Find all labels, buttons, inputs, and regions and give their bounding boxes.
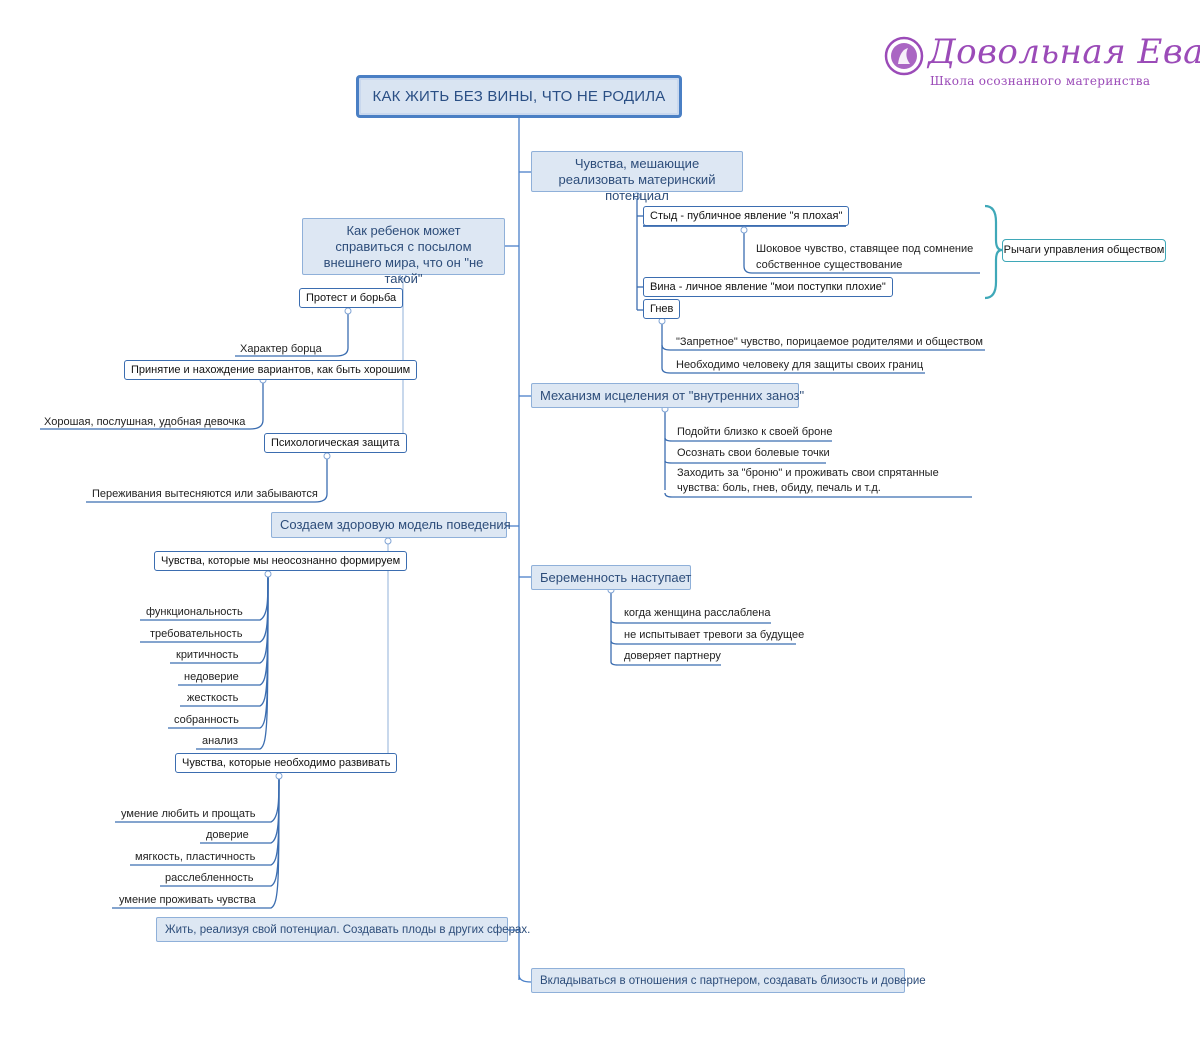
anger-item: "Запретное" чувство, порицаемое родителя… — [676, 336, 983, 348]
develop-item: доверие — [206, 829, 249, 841]
topic-accept[interactable]: Принятие и нахождение вариантов, как быт… — [124, 360, 418, 380]
topic-levers[interactable]: Рычаги управления обществом — [1002, 239, 1166, 262]
anger-item: Необходимо человеку для защиты своих гра… — [676, 359, 924, 371]
pregnancy-item: не испытывает тревоги за будущее — [624, 629, 805, 641]
pregnancy-item: доверяет партнеру — [624, 650, 721, 662]
develop-item: расслебленность — [165, 872, 254, 884]
unconscious-item: критичность — [176, 649, 239, 661]
topic-anger[interactable]: Гнев — [643, 299, 681, 319]
unconscious-item: требовательность — [150, 628, 243, 640]
topic-unconscious[interactable]: Чувства, которые мы неосознанно формируе… — [154, 551, 408, 571]
brand-title: Довольная Ева — [928, 32, 1200, 72]
brand-subtitle: Школа осознанного материнства — [930, 74, 1151, 88]
topic-shame[interactable]: Стыд - публичное явление "я плохая" — [643, 206, 850, 226]
develop-item: умение любить и прощать — [121, 808, 256, 820]
unconscious-item: собранность — [174, 714, 239, 726]
topic-protest[interactable]: Протест и борьба — [299, 288, 404, 308]
unconscious-item: анализ — [202, 735, 238, 747]
topic-live[interactable]: Жить, реализуя свой потенциал. Создавать… — [156, 917, 530, 942]
topic-defense[interactable]: Психологическая защита — [264, 433, 407, 453]
healing-item: Заходить за "броню" и проживать свои спр… — [677, 467, 939, 494]
topic-model[interactable]: Создаем здоровую модель поведения — [271, 512, 511, 538]
topic-healing[interactable]: Механизм исцеления от "внутренних заноз" — [531, 383, 804, 408]
topic-pregnancy[interactable]: Беременность наступает — [531, 565, 691, 590]
accept-item: Хорошая, послушная, удобная девочка — [44, 416, 246, 428]
protest-item: Характер борца — [240, 343, 322, 355]
topic-invest[interactable]: Вкладываться в отношения с партнером, со… — [531, 968, 926, 993]
healing-item: Подойти близко к своей броне — [677, 426, 833, 438]
topic-child[interactable]: Как ребенок может справиться с посылом в… — [302, 218, 505, 286]
healing-item: Осознать свои болевые точки — [677, 447, 830, 459]
develop-item: умение проживать чувства — [119, 894, 256, 906]
unconscious-item: функциональность — [146, 606, 243, 618]
brand-logo-icon — [884, 36, 924, 76]
shame-note: Шоковое чувство, ставящее под сомнение с… — [756, 243, 974, 271]
topic-feelings[interactable]: Чувства, мешающие реализовать матерински… — [531, 151, 743, 203]
root-topic[interactable]: КАК ЖИТЬ БЕЗ ВИНЫ, ЧТО НЕ РОДИЛА — [356, 75, 682, 118]
pregnancy-item: когда женщина расслаблена — [624, 607, 771, 619]
topic-develop[interactable]: Чувства, которые необходимо развивать — [175, 753, 398, 773]
topic-guilt[interactable]: Вина - личное явление "мои поступки плох… — [643, 277, 893, 297]
defense-item: Переживания вытесняются или забываются — [92, 488, 318, 500]
unconscious-item: жесткость — [187, 692, 239, 704]
develop-item: мягкость, пластичность — [135, 851, 256, 863]
unconscious-item: недоверие — [184, 671, 239, 683]
